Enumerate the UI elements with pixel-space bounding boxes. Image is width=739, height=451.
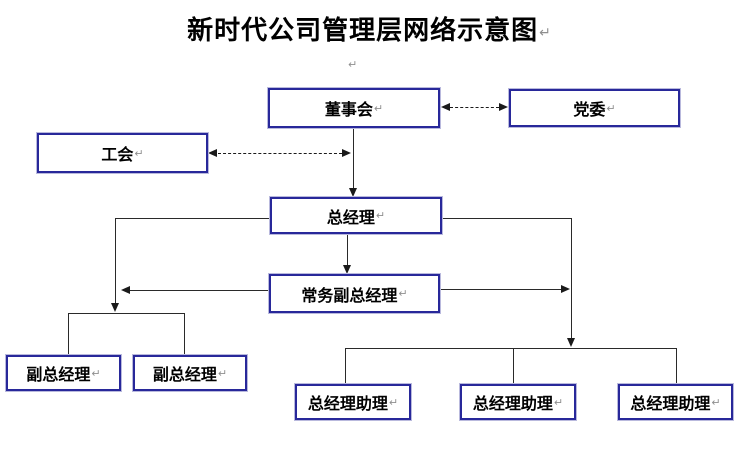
paragraph-mark-icon: ↵ [375,209,386,222]
connector-gm-right-h [442,218,571,219]
arrowhead-left-icon [208,149,217,157]
paragraph-mark-icon: ↵ [606,101,616,115]
connector-union-dashed [218,153,342,154]
paragraph-mark-icon: ↵ [398,287,408,300]
org-node-gm-assistant-3[interactable]: 总经理助理↵ [618,384,733,420]
arrowhead-left-icon [121,286,130,294]
org-node-labor-union[interactable]: 工会↵ [37,133,208,173]
org-node-label: 总经理助理 [472,396,553,413]
org-node-label: 副总经理 [26,367,91,384]
arrowhead-down-icon [343,265,351,274]
arrowhead-right-icon [342,149,351,157]
org-node-party-committee[interactable]: 党委↵ [509,89,680,127]
bracket-right-v1 [345,348,346,384]
arrowhead-right-icon [561,285,570,293]
bracket-left-h [68,313,185,314]
org-node-label: 董事会 [324,102,373,119]
paragraph-mark-icon: ↵ [388,395,399,409]
connector-gm-left-v [115,218,116,304]
org-node-general-manager[interactable]: 总经理↵ [270,197,442,234]
bracket-left-v1 [68,313,69,355]
org-node-board[interactable]: 董事会↵ [268,88,440,128]
arrowhead-right-icon [499,103,508,111]
org-node-deputy-gm-1[interactable]: 副总经理↵ [6,355,121,391]
connector-evgm-left [130,290,269,291]
org-node-gm-assistant-2[interactable]: 总经理助理↵ [460,384,576,420]
diagram-title: 新时代公司管理层网络示意图↵ [0,10,739,47]
bracket-right-v3 [676,348,677,384]
connector-board-to-gm [353,128,354,189]
org-node-label: 总经理 [326,209,375,227]
org-node-label: 党委 [573,102,606,119]
paragraph-mark-icon: ↵ [348,58,358,71]
bracket-right-v2 [513,348,514,384]
arrowhead-down-icon [349,188,357,197]
diagram-title-text: 新时代公司管理层网络示意图 [187,16,539,45]
bracket-left-v2 [184,313,185,355]
arrowhead-left-icon [441,103,450,111]
paragraph-mark-icon: ↵ [539,25,552,42]
connector-gm-to-evgm [347,234,348,266]
org-node-label: 常务副总经理 [301,287,398,305]
org-node-label: 总经理助理 [630,396,711,413]
connector-board-party-dashed [450,107,499,108]
org-node-executive-deputy-gm[interactable]: 常务副总经理↵ [269,274,440,313]
paragraph-mark-icon: ↵ [217,366,228,380]
paragraph-mark-icon: ↵ [711,395,721,409]
org-node-label: 副总经理 [152,367,217,384]
paragraph-mark-icon: ↵ [91,366,101,380]
bracket-right-h [345,348,677,349]
org-node-label: 工会 [101,147,134,164]
connector-gm-left-h [115,218,270,219]
org-node-deputy-gm-2[interactable]: 副总经理↵ [133,355,247,391]
arrowhead-down-icon [111,303,119,312]
org-node-label: 总经理助理 [307,396,388,413]
connector-gm-right-v [571,218,572,339]
paragraph-mark-icon: ↵ [553,395,564,409]
paragraph-mark-icon: ↵ [134,146,144,160]
org-node-gm-assistant-1[interactable]: 总经理助理↵ [295,384,411,420]
arrowhead-down-icon [567,338,575,347]
paragraph-mark-icon: ↵ [373,101,384,115]
connector-evgm-right [440,289,561,290]
